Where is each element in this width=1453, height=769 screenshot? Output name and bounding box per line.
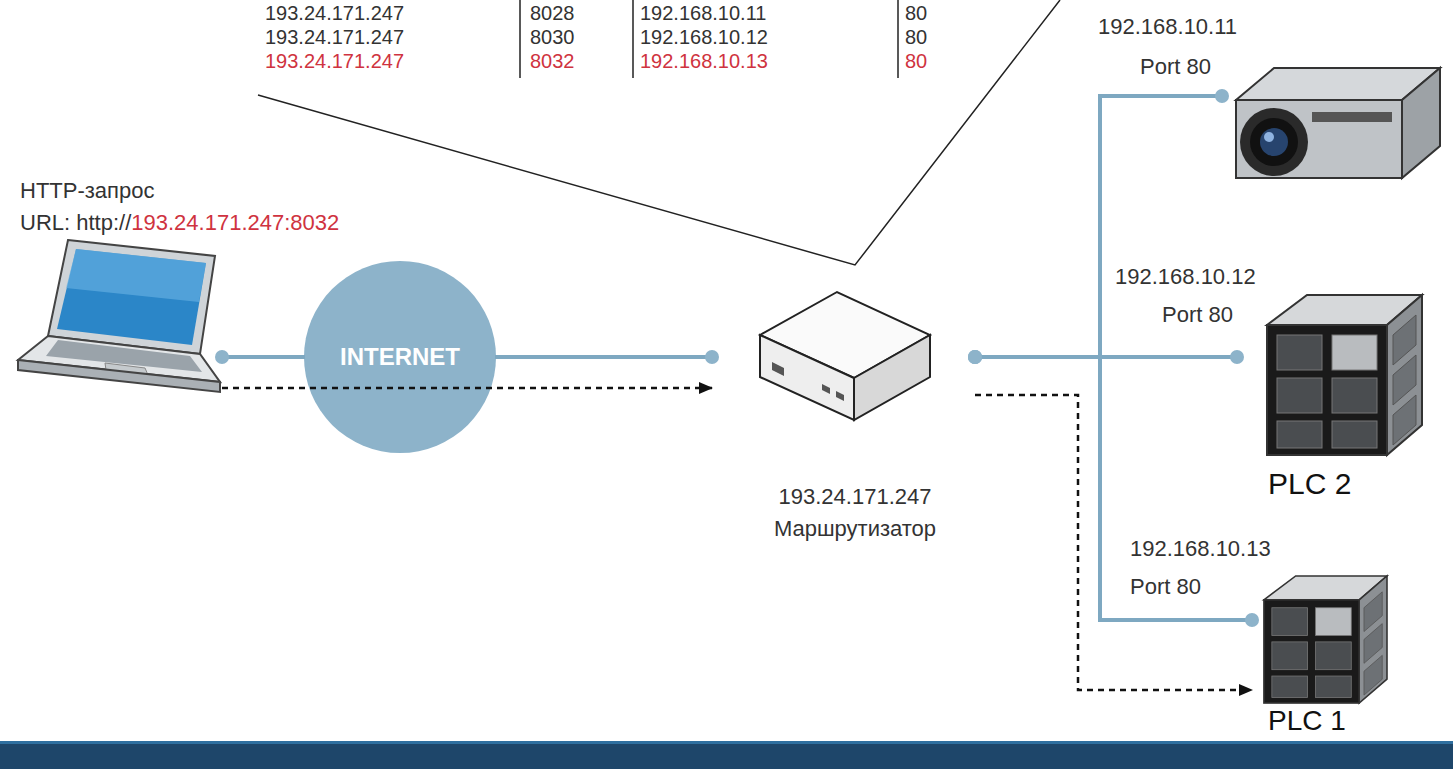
- port-dot: [1215, 89, 1229, 103]
- device-name: Маршрутизатор: [774, 516, 936, 542]
- port-dot: [1230, 350, 1244, 364]
- port-label: Port 80: [1140, 54, 1211, 80]
- callout-outline: [258, 0, 1060, 265]
- port-dot: [215, 350, 229, 364]
- network-link: [222, 355, 305, 359]
- plc-node-illustration: [1252, 572, 1432, 707]
- router-node-illustration: [712, 280, 975, 440]
- ip-address: 192.168.10.11: [1098, 14, 1237, 40]
- port-dot: [968, 350, 982, 364]
- camera-node-illustration: [1222, 60, 1447, 195]
- port-dot: [968, 350, 982, 364]
- plc-node: 192.168.10.12Port 80 PLC 2: [1110, 262, 1450, 507]
- table-cell: 192.168.10.12: [640, 26, 768, 48]
- laptop-node: HTTP-запросURL: http://193.24.171.247:80…: [10, 176, 480, 410]
- network-link: [495, 355, 712, 359]
- network-label: INTERNET: [340, 343, 460, 372]
- network-link: [975, 357, 1252, 620]
- ip-address: 192.168.10.13: [1130, 536, 1271, 562]
- url-label: URL: http://193.24.171.247:8032: [20, 210, 339, 236]
- table-separator: [897, 0, 899, 78]
- url-host: 193.24.171.247:8032: [131, 210, 339, 235]
- table-cell: 80: [905, 26, 927, 48]
- port-label: Port 80: [1162, 302, 1233, 328]
- table-separator: [632, 0, 634, 78]
- table-cell: 80: [905, 50, 927, 72]
- request-arrow: [222, 387, 712, 390]
- port-dot: [705, 350, 719, 364]
- table-cell: 193.24.171.247: [265, 50, 404, 72]
- table-cell: 8030: [530, 26, 575, 48]
- footer-band: [0, 741, 1453, 769]
- port-label: Port 80: [1130, 574, 1201, 600]
- table-cell: 192.168.10.13: [640, 50, 768, 72]
- router-node: 193.24.171.247Маршрутизатор: [712, 280, 1002, 550]
- laptop-node-illustration: [10, 232, 222, 407]
- table-cell: 193.24.171.247: [265, 2, 404, 24]
- device-name: PLC 1: [1268, 704, 1346, 738]
- ip-address: 192.168.10.12: [1115, 264, 1256, 290]
- table-cell: 193.24.171.247: [265, 26, 404, 48]
- url-scheme: URL: http://: [20, 210, 131, 235]
- device-name: PLC 2: [1268, 466, 1351, 502]
- table-separator: [519, 0, 521, 78]
- internet-cloud: [304, 261, 496, 453]
- port-dot: [968, 350, 982, 364]
- table-cell: 80: [905, 2, 927, 24]
- table-cell: 192.168.10.11: [640, 2, 766, 24]
- table-cell: 8028: [530, 2, 575, 24]
- ip-address: 193.24.171.247: [779, 484, 932, 510]
- camera-node: 192.168.10.11Port 80: [1095, 8, 1451, 198]
- request-label: HTTP-запрос: [20, 178, 154, 204]
- plc-node-illustration: [1237, 290, 1427, 462]
- table-cell: 8032: [530, 50, 575, 72]
- plc-node: 192.168.10.13Port 80 PLC 1: [1125, 535, 1450, 740]
- internet-circle: INTERNET: [305, 262, 495, 452]
- port-dot: [1245, 613, 1259, 627]
